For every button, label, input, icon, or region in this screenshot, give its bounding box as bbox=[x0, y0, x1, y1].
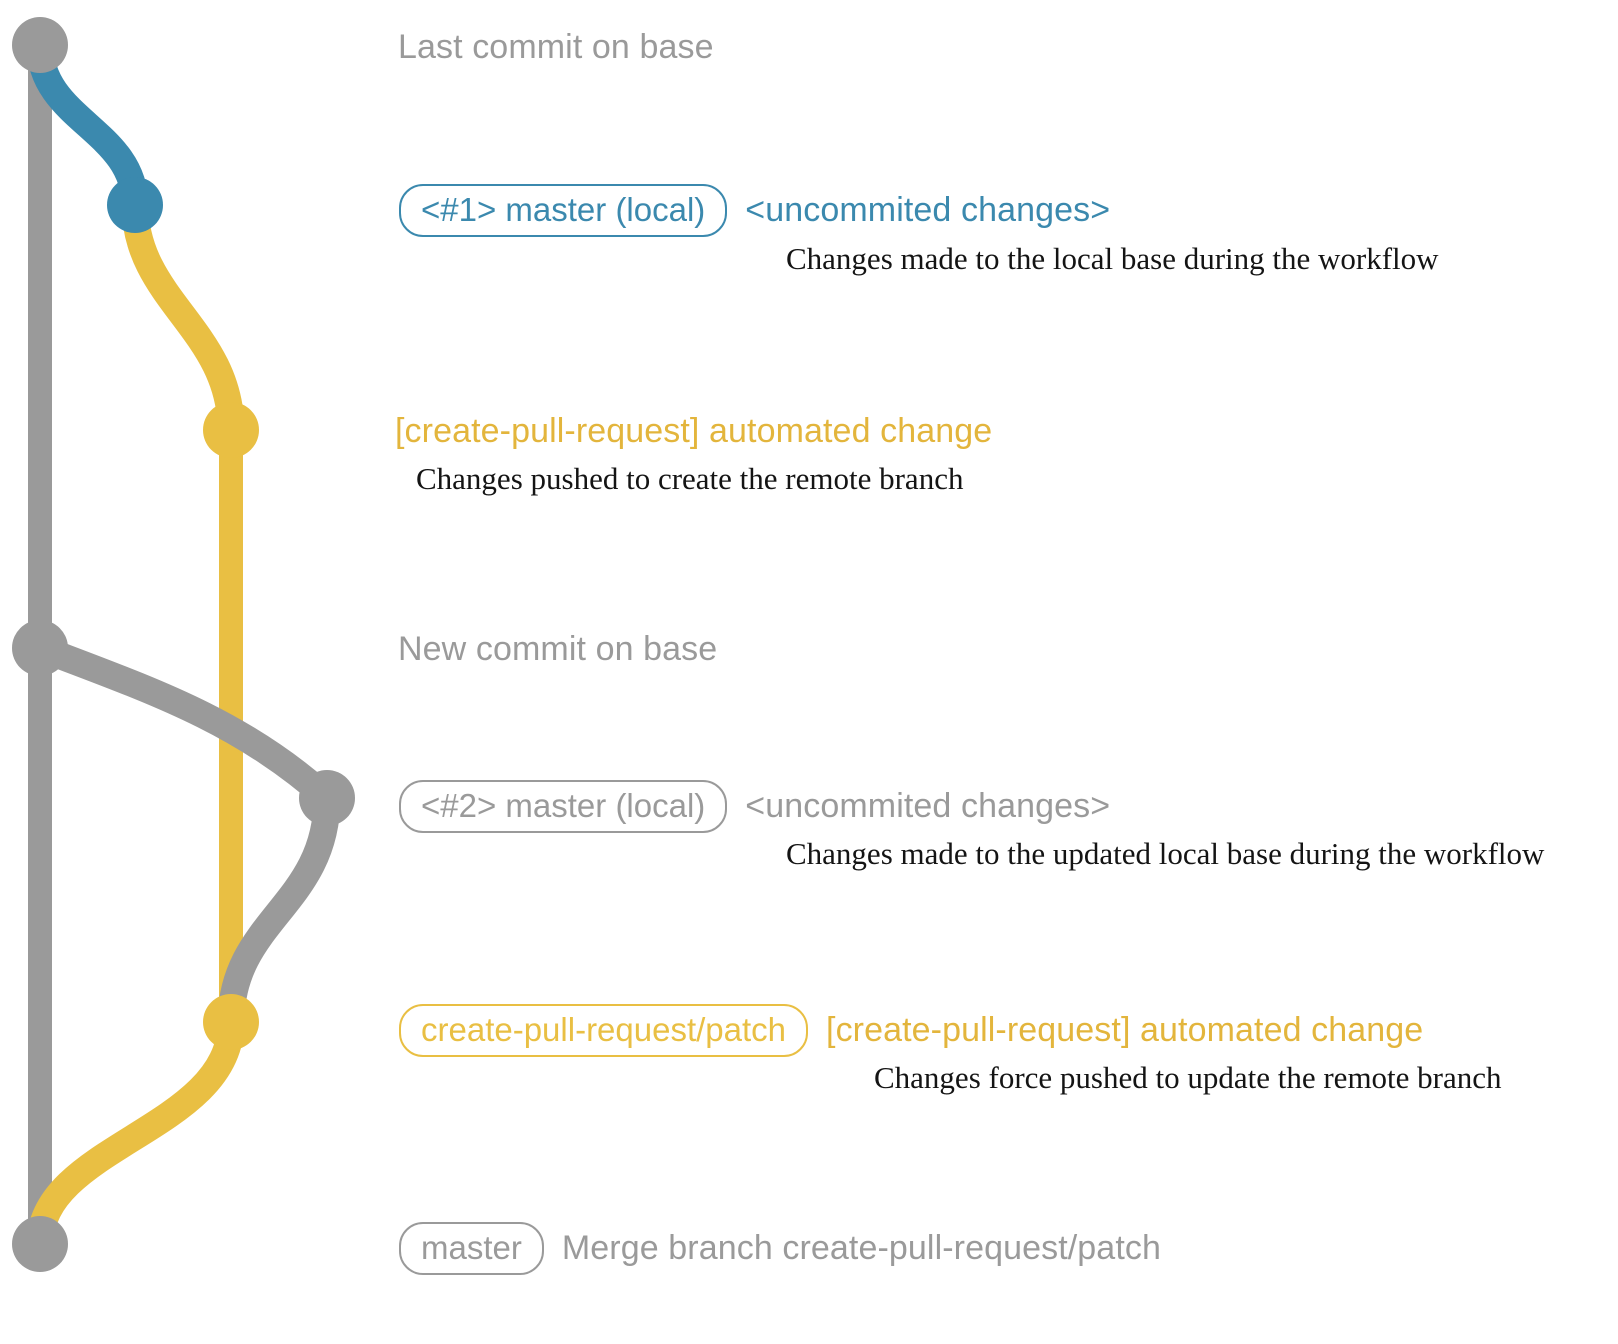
edge-patch-2-to-merge bbox=[26, 1008, 245, 1258]
commit-subject-master-local-2: <uncommited changes> bbox=[745, 787, 1111, 825]
row-master-local-2: <#2> master (local) <uncommited changes> bbox=[399, 780, 1110, 833]
commit-description-master-local-2: Changes made to the updated local base d… bbox=[786, 836, 1545, 871]
commit-subject-merge-commit: Merge branch create-pull-request/patch bbox=[561, 1229, 1161, 1267]
commit-description-automated-change-1: Changes pushed to create the remote bran… bbox=[416, 461, 964, 496]
row-master-local-1: <#1> master (local) <uncommited changes> bbox=[399, 184, 1110, 237]
edge-base-new-to-local-master-2 bbox=[26, 634, 341, 812]
commit-node-merge[interactable] bbox=[12, 1216, 68, 1272]
commit-subject-automated-change-2: [create-pull-request] automated change bbox=[826, 1011, 1424, 1049]
commit-subject-master-local-1: <uncommited changes> bbox=[745, 191, 1111, 229]
commit-subject-new-commit-on-base: New commit on base bbox=[398, 630, 718, 668]
ref-badge-master-local-2[interactable]: <#2> master (local) bbox=[399, 780, 728, 833]
row-last-commit-on-base: Last commit on base bbox=[398, 28, 714, 67]
row-merge-commit: master Merge branch create-pull-request/… bbox=[399, 1222, 1161, 1275]
commit-node-base-new[interactable] bbox=[12, 620, 68, 676]
edge-local-master-1-to-patch-1 bbox=[121, 191, 245, 444]
commit-subject-automated-change-1: [create-pull-request] automated change bbox=[395, 412, 993, 450]
ref-badge-master[interactable]: master bbox=[399, 1222, 544, 1275]
ref-badge-create-pull-request-patch[interactable]: create-pull-request/patch bbox=[399, 1004, 809, 1057]
commit-node-local-master-2[interactable] bbox=[299, 770, 355, 826]
commit-node-local-master-1[interactable] bbox=[107, 177, 163, 233]
commit-node-patch-1[interactable] bbox=[203, 402, 259, 458]
row-new-commit-on-base: New commit on base bbox=[398, 630, 717, 669]
row-automated-change-1: [create-pull-request] automated change bbox=[395, 412, 992, 451]
commit-description-master-local-1: Changes made to the local base during th… bbox=[786, 241, 1439, 276]
commit-node-base-head[interactable] bbox=[12, 17, 68, 73]
commit-subject-last-commit-on-base: Last commit on base bbox=[398, 28, 714, 66]
commit-description-automated-change-2: Changes force pushed to update the remot… bbox=[874, 1060, 1502, 1095]
commit-node-patch-2[interactable] bbox=[203, 994, 259, 1050]
ref-badge-master-local-1[interactable]: <#1> master (local) bbox=[399, 184, 728, 237]
edge-local-master-2-to-patch-2 bbox=[217, 784, 341, 1036]
row-automated-change-2: create-pull-request/patch [create-pull-r… bbox=[399, 1004, 1423, 1057]
